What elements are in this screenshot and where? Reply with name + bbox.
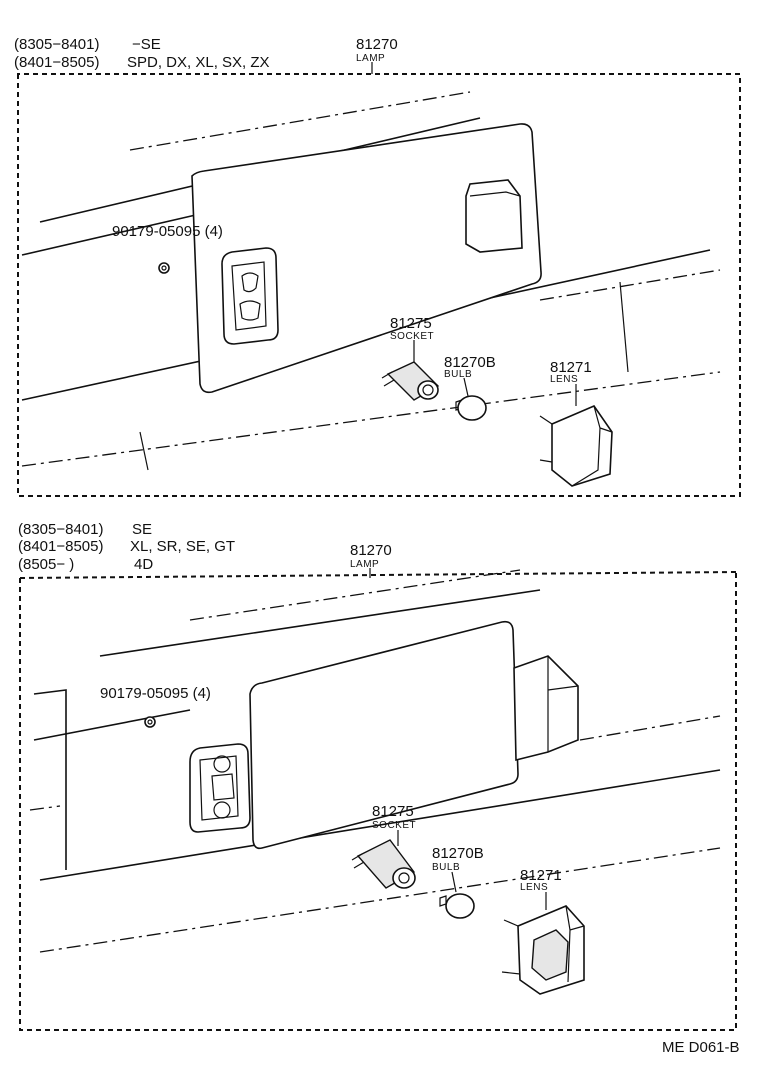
p2-app-range-3: (8505− ) [18,556,74,573]
p1-lens-name: LENS [550,374,578,385]
p2-lamp-housing [513,655,579,762]
p2-app-models-3: 4D [134,556,153,573]
p2-screw-icon [144,716,156,728]
p1-app-models-1: −SE [132,36,161,53]
p2-body-line [33,709,191,741]
p1-socket-name: SOCKET [390,331,434,342]
p2-socket-number: 81275 [372,803,414,820]
p2-body-line [99,589,541,657]
diagram-id: ME D061-B [662,1039,740,1056]
p1-screw-icon [158,262,170,274]
p1-lamp-housing [465,179,523,253]
p1-bulb-number: 81270B [444,354,496,371]
p2-screw-label: 90179-05095 (4) [100,685,211,702]
p2-boundary [19,572,737,1031]
p2-assembly-number: 81270 [350,542,392,559]
p2-lens-name: LENS [520,882,548,893]
p2-bulb-name: BULB [432,862,460,873]
p1-assembly-name: LAMP [356,53,385,64]
p1-screw-label: 90179-05095 (4) [112,223,223,240]
p1-lens-icon [539,405,613,487]
p1-lens-number: 81271 [550,359,592,376]
p1-body-line [139,431,149,471]
p2-body-line [33,689,67,870]
p2-body-line [39,769,721,881]
p1-body-dashline [539,269,721,301]
p2-bulb-icon [439,893,475,919]
p2-app-models-1: SE [132,521,152,538]
p1-app-models-2: SPD, DX, XL, SX, ZX [127,54,270,71]
p2-app-models-2: XL, SR, SE, GT [130,538,235,555]
p1-boundary [17,73,741,497]
panel-1: (8305−8401) −SE (8401−8505) SPD, DX, XL,… [14,36,741,497]
p2-lamp-recess [189,743,251,833]
p1-body-dashline [21,371,721,467]
p1-body-line [619,281,629,373]
p1-socket-icon [381,361,440,401]
p2-lens-icon [501,905,585,995]
p1-app-range-2: (8401−8505) [14,54,100,71]
p2-bulb-leader [451,871,457,893]
p2-lamp-housing-edge [547,656,579,752]
p1-bulb-leader [463,377,469,397]
p1-socket-number: 81275 [390,315,432,332]
panel-2: (8305−8401) SE (8401−8505) XL, SR, SE, G… [18,521,737,1031]
p2-bulb-number: 81270B [432,845,484,862]
p1-bulb-icon [455,395,487,421]
p2-body-dashline [579,715,721,741]
p1-license-plate-panel [191,123,542,394]
p2-body-dashline [29,805,61,811]
p1-lamp-recess [221,247,279,345]
p1-bulb-name: BULB [444,369,472,380]
p2-app-range-2: (8401−8505) [18,538,104,555]
p1-assembly-number: 81270 [356,36,398,53]
p2-app-range-1: (8305−8401) [18,521,104,538]
p2-license-plate-panel [249,620,519,850]
p1-screw-head [161,265,167,271]
p1-body-line [21,213,201,256]
p1-lamp-housing-edge [469,191,521,197]
p1-body-dashline [129,91,471,151]
p2-body-dashline [39,847,721,953]
p2-screw-head [147,719,153,725]
p2-body-dashline [189,569,521,621]
p2-lens-number: 81271 [520,867,562,884]
p1-app-range-1: (8305−8401) [14,36,100,53]
p2-boundary-top [19,571,737,579]
p2-socket-icon [351,839,416,889]
p2-socket-name: SOCKET [372,820,416,831]
p2-assembly-name: LAMP [350,559,379,570]
